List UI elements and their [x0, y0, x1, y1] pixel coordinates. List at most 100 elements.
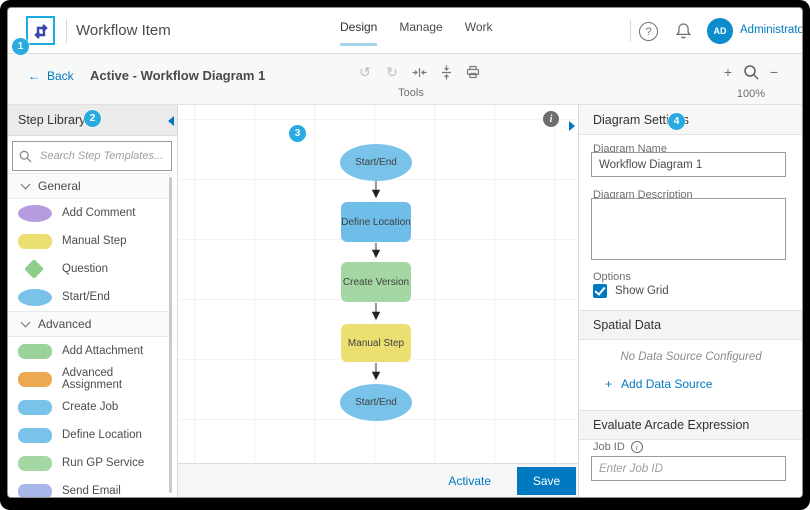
chevron-down-icon	[20, 317, 31, 328]
tab-manage[interactable]: Manage	[399, 20, 443, 34]
main-nav-tabs: Design Manage Work	[340, 20, 493, 46]
zoom-controls: + −	[722, 63, 780, 81]
diagram-toolbar: ← Back Active - Workflow Diagram 1 ↺ ↻	[8, 54, 802, 105]
canvas-footer: Activate Save	[178, 463, 578, 497]
header-divider-2	[630, 20, 631, 42]
flow-connectors	[371, 181, 381, 381]
flow-node-start[interactable]: Start/End	[340, 144, 412, 181]
spatial-data-header: Spatial Data	[579, 310, 802, 340]
step-item-manual-step[interactable]: Manual Step	[8, 227, 172, 255]
print-button[interactable]	[464, 63, 482, 81]
undo-button[interactable]: ↺	[356, 63, 374, 81]
back-label: Back	[47, 69, 74, 83]
canvas-info-icon[interactable]: i	[543, 111, 559, 127]
section-general-label: General	[38, 179, 81, 193]
avatar[interactable]: AD	[707, 18, 733, 44]
search-input[interactable]	[38, 149, 165, 163]
arcade-expression-header: Evaluate Arcade Expression	[579, 410, 802, 440]
zoom-level: 100%	[736, 88, 766, 100]
step-library-title: Step Library	[18, 113, 86, 127]
align-horizontal-icon	[412, 65, 427, 80]
help-button[interactable]: ?	[639, 22, 658, 41]
activate-button[interactable]: Activate	[448, 473, 491, 488]
step-item-add-attachment[interactable]: Add Attachment	[8, 337, 172, 365]
user-name-link[interactable]: Administrator	[740, 24, 802, 36]
step-item-run-gp-service[interactable]: Run GP Service	[8, 449, 172, 477]
step-item-define-location[interactable]: Define Location	[8, 421, 172, 449]
diagram-settings-header: Diagram Settings	[579, 105, 802, 135]
show-grid-label: Show Grid	[615, 285, 669, 297]
sidebar-scrollbar[interactable]	[169, 177, 172, 493]
zoom-in-button[interactable]: +	[723, 64, 733, 80]
step-item-start-end[interactable]: Start/End	[8, 283, 172, 311]
flow-node-create-version[interactable]: Create Version	[341, 262, 411, 302]
question-icon: ?	[645, 25, 652, 38]
callout-badge-3: 3	[289, 125, 306, 142]
diagram-description-input[interactable]	[591, 198, 786, 260]
info-icon[interactable]: i	[630, 441, 643, 453]
rect-chip-icon	[18, 455, 52, 471]
rect-chip-icon	[18, 483, 52, 497]
undo-icon: ↺	[359, 63, 371, 80]
flow-node-define-location[interactable]: Define Location	[341, 202, 411, 242]
section-general[interactable]: General	[8, 173, 172, 199]
step-item-send-email[interactable]: Send Email	[8, 477, 172, 497]
diagram-settings-panel: Diagram Settings Diagram Name Diagram De…	[578, 105, 802, 497]
tab-work[interactable]: Work	[464, 20, 493, 34]
notifications-button[interactable]	[674, 21, 693, 41]
printer-icon	[465, 64, 481, 80]
rect-chip-icon	[18, 371, 52, 387]
add-data-source-button[interactable]: + Add Data Source	[605, 377, 713, 391]
app-logo[interactable]	[26, 16, 55, 45]
rect-chip-icon	[18, 233, 52, 249]
step-item-add-comment[interactable]: Add Comment	[8, 199, 172, 227]
rect-chip-icon	[18, 427, 52, 443]
job-id-label: Job ID	[593, 441, 625, 453]
section-advanced[interactable]: Advanced	[8, 311, 172, 337]
step-item-create-job[interactable]: Create Job	[8, 393, 172, 421]
magnifier-icon	[743, 64, 760, 81]
collapse-left-panel-icon[interactable]	[168, 116, 174, 126]
align-horizontal-button[interactable]	[410, 63, 428, 81]
zoom-search-button[interactable]	[742, 63, 760, 81]
zoom-out-button[interactable]: −	[769, 64, 779, 80]
flow-node-end[interactable]: Start/End	[340, 384, 412, 421]
header-divider	[66, 19, 67, 43]
align-vertical-button[interactable]	[437, 63, 455, 81]
step-item-question[interactable]: Question	[8, 255, 172, 283]
tools-label: Tools	[398, 87, 424, 99]
flow-node-manual-step[interactable]: Manual Step	[341, 324, 411, 362]
tools-group: ↺ ↻	[356, 63, 482, 81]
content-area: Step Library General	[8, 105, 802, 497]
job-id-label-row: Job ID i	[593, 441, 643, 453]
no-data-source-text: No Data Source Configured	[620, 351, 762, 363]
options-label: Options	[593, 271, 631, 283]
show-grid-checkbox-row[interactable]: Show Grid	[593, 284, 669, 298]
step-item-advanced-assignment[interactable]: Advanced Assignment	[8, 365, 172, 393]
rect-chip-icon	[18, 343, 52, 359]
ellipse-chip-icon	[18, 204, 52, 222]
ellipse-chip-icon	[18, 288, 52, 306]
diamond-chip-icon	[24, 259, 44, 279]
back-button[interactable]: ← Back	[28, 69, 74, 83]
diagram-name-input[interactable]	[591, 152, 786, 177]
rect-chip-icon	[18, 399, 52, 415]
diagram-canvas[interactable]: Start/End Define Location Create Version…	[178, 105, 578, 497]
app-window: Workflow Item Design Manage Work ? AD	[8, 8, 802, 497]
tab-design[interactable]: Design	[340, 20, 378, 46]
search-icon	[19, 150, 32, 163]
app-header: Workflow Item Design Manage Work ? AD	[8, 8, 802, 54]
callout-badge-1: 1	[12, 38, 29, 55]
expand-right-panel-icon[interactable]	[569, 121, 575, 131]
save-button[interactable]: Save	[517, 466, 576, 495]
callout-badge-4: 4	[668, 113, 685, 130]
job-id-input[interactable]	[591, 456, 786, 481]
workflow-cycle-icon	[32, 22, 50, 40]
redo-icon: ↻	[386, 63, 398, 80]
bell-icon	[674, 21, 693, 41]
redo-button[interactable]: ↻	[383, 63, 401, 81]
section-advanced-label: Advanced	[38, 317, 92, 331]
checkbox-checked-icon[interactable]	[593, 284, 607, 298]
chevron-down-icon	[20, 179, 31, 190]
